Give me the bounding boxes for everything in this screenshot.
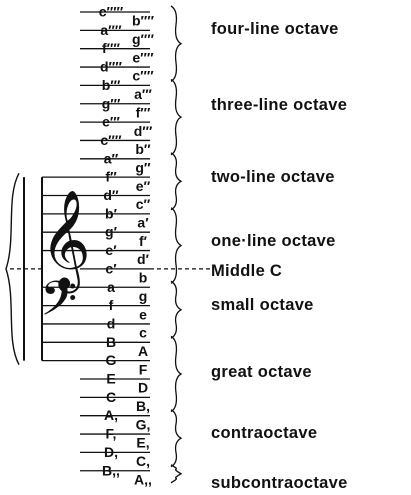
- note-label-right-6: d′′′: [134, 123, 153, 139]
- octave-brace-5: [170, 335, 183, 413]
- note-label-right-20: D: [138, 380, 148, 396]
- two-line-octave-label: two-line octave: [211, 168, 335, 186]
- octave-labels: four-line octave three-line octave two-lin…: [211, 20, 348, 492]
- middle-c-label: Middle C: [211, 262, 282, 280]
- ledger-lines: [10, 11, 210, 472]
- note-label-right-13: d′: [137, 251, 150, 267]
- note-label-left-16: f: [109, 297, 114, 313]
- note-label-right-12: f′: [139, 233, 148, 249]
- note-label-right-16: e: [139, 306, 147, 322]
- octave-brace-4: [170, 280, 183, 339]
- treble-clef-icon: 𝄞: [40, 190, 91, 294]
- grand-staff-brace: [5, 172, 20, 365]
- note-label-right-0: b′′′′: [132, 13, 155, 29]
- note-label-right-15: g: [139, 288, 148, 304]
- note-label-left-10: d′′: [103, 187, 119, 203]
- note-label-left-3: d′′′′: [100, 59, 123, 75]
- small-octave-label: small octave: [211, 296, 314, 314]
- note-label-left-22: A,: [104, 407, 118, 423]
- note-label-right-18: A: [138, 343, 148, 359]
- note-label-right-2: e′′′′: [132, 49, 154, 65]
- note-label-left-24: D,: [104, 444, 118, 460]
- note-label-right-21: B,: [136, 398, 150, 414]
- note-label-left-25: B,,: [102, 462, 120, 478]
- note-label-right-19: F: [139, 361, 148, 377]
- octave-brace-6: [170, 409, 183, 468]
- four-line-octave-label: four-line octave: [211, 20, 339, 38]
- note-label-left-17: d: [107, 315, 116, 331]
- note-label-left-5: g′′′: [102, 95, 121, 111]
- note-label-left-0: c′′′′′: [99, 4, 124, 20]
- note-label-left-2: f′′′′: [102, 40, 121, 56]
- contraoctave-label: contraoctave: [211, 424, 317, 442]
- note-label-left-6: e′′′: [102, 114, 120, 130]
- note-label-left-8: a′′: [104, 150, 119, 166]
- note-label-left-1: a′′′′: [100, 22, 122, 38]
- note-label-right-24: C,: [136, 453, 150, 469]
- note-label-right-7: b′′: [135, 141, 151, 157]
- note-label-right-17: c: [139, 325, 147, 341]
- note-label-left-14: c′: [105, 260, 117, 276]
- note-label-left-7: c′′′′: [100, 132, 122, 148]
- note-label-right-22: G,: [136, 416, 151, 432]
- octave-brace-2: [170, 152, 183, 211]
- note-label-left-15: a: [107, 279, 115, 295]
- octave-brace-7: [170, 464, 183, 484]
- octave-braces: [170, 5, 183, 484]
- note-label-right-23: E,: [136, 435, 149, 451]
- note-label-left-11: b′: [105, 205, 118, 221]
- one-line-octave-label: one·line octave: [211, 232, 336, 250]
- note-label-right-1: g′′′′: [132, 31, 155, 47]
- three-line-octave-label: three-line octave: [211, 96, 347, 114]
- note-names: c′′′′′ a′′′′ f′′′′ d′′′′ b′′′ g′′′ e′′′ c′′′′ a′…: [99, 4, 155, 488]
- note-label-left-12: g′: [105, 224, 118, 240]
- note-label-left-23: F,: [106, 426, 117, 442]
- note-label-right-11: a′: [137, 215, 149, 231]
- great-octave-label: great octave: [211, 363, 312, 381]
- note-label-right-3: c′′′′: [132, 68, 154, 84]
- grand-staff: 𝄞𝄢: [5, 172, 91, 365]
- note-label-left-19: G: [106, 352, 117, 368]
- note-label-right-8: g′′: [135, 159, 151, 175]
- subcontraoctave-label: subcontraoctave: [211, 474, 348, 492]
- note-label-right-5: f′′′: [136, 104, 151, 120]
- note-label-right-9: e′′: [136, 178, 151, 194]
- note-label-right-25: A,,: [134, 471, 152, 487]
- note-label-right-4: a′′′: [134, 86, 152, 102]
- octave-brace-3: [170, 207, 183, 284]
- note-label-left-4: b′′′: [102, 77, 121, 93]
- octave-brace-1: [170, 78, 183, 156]
- note-label-left-21: C: [106, 389, 116, 405]
- note-label-right-14: b: [139, 270, 148, 286]
- note-label-left-18: B: [106, 334, 116, 350]
- note-label-left-20: E: [106, 371, 115, 387]
- octave-brace-0: [170, 5, 183, 82]
- note-label-left-13: e′: [105, 242, 117, 258]
- bass-clef-icon: 𝄢: [40, 271, 77, 339]
- note-label-left-9: f′′: [105, 169, 117, 185]
- note-label-right-10: c′′: [136, 196, 151, 212]
